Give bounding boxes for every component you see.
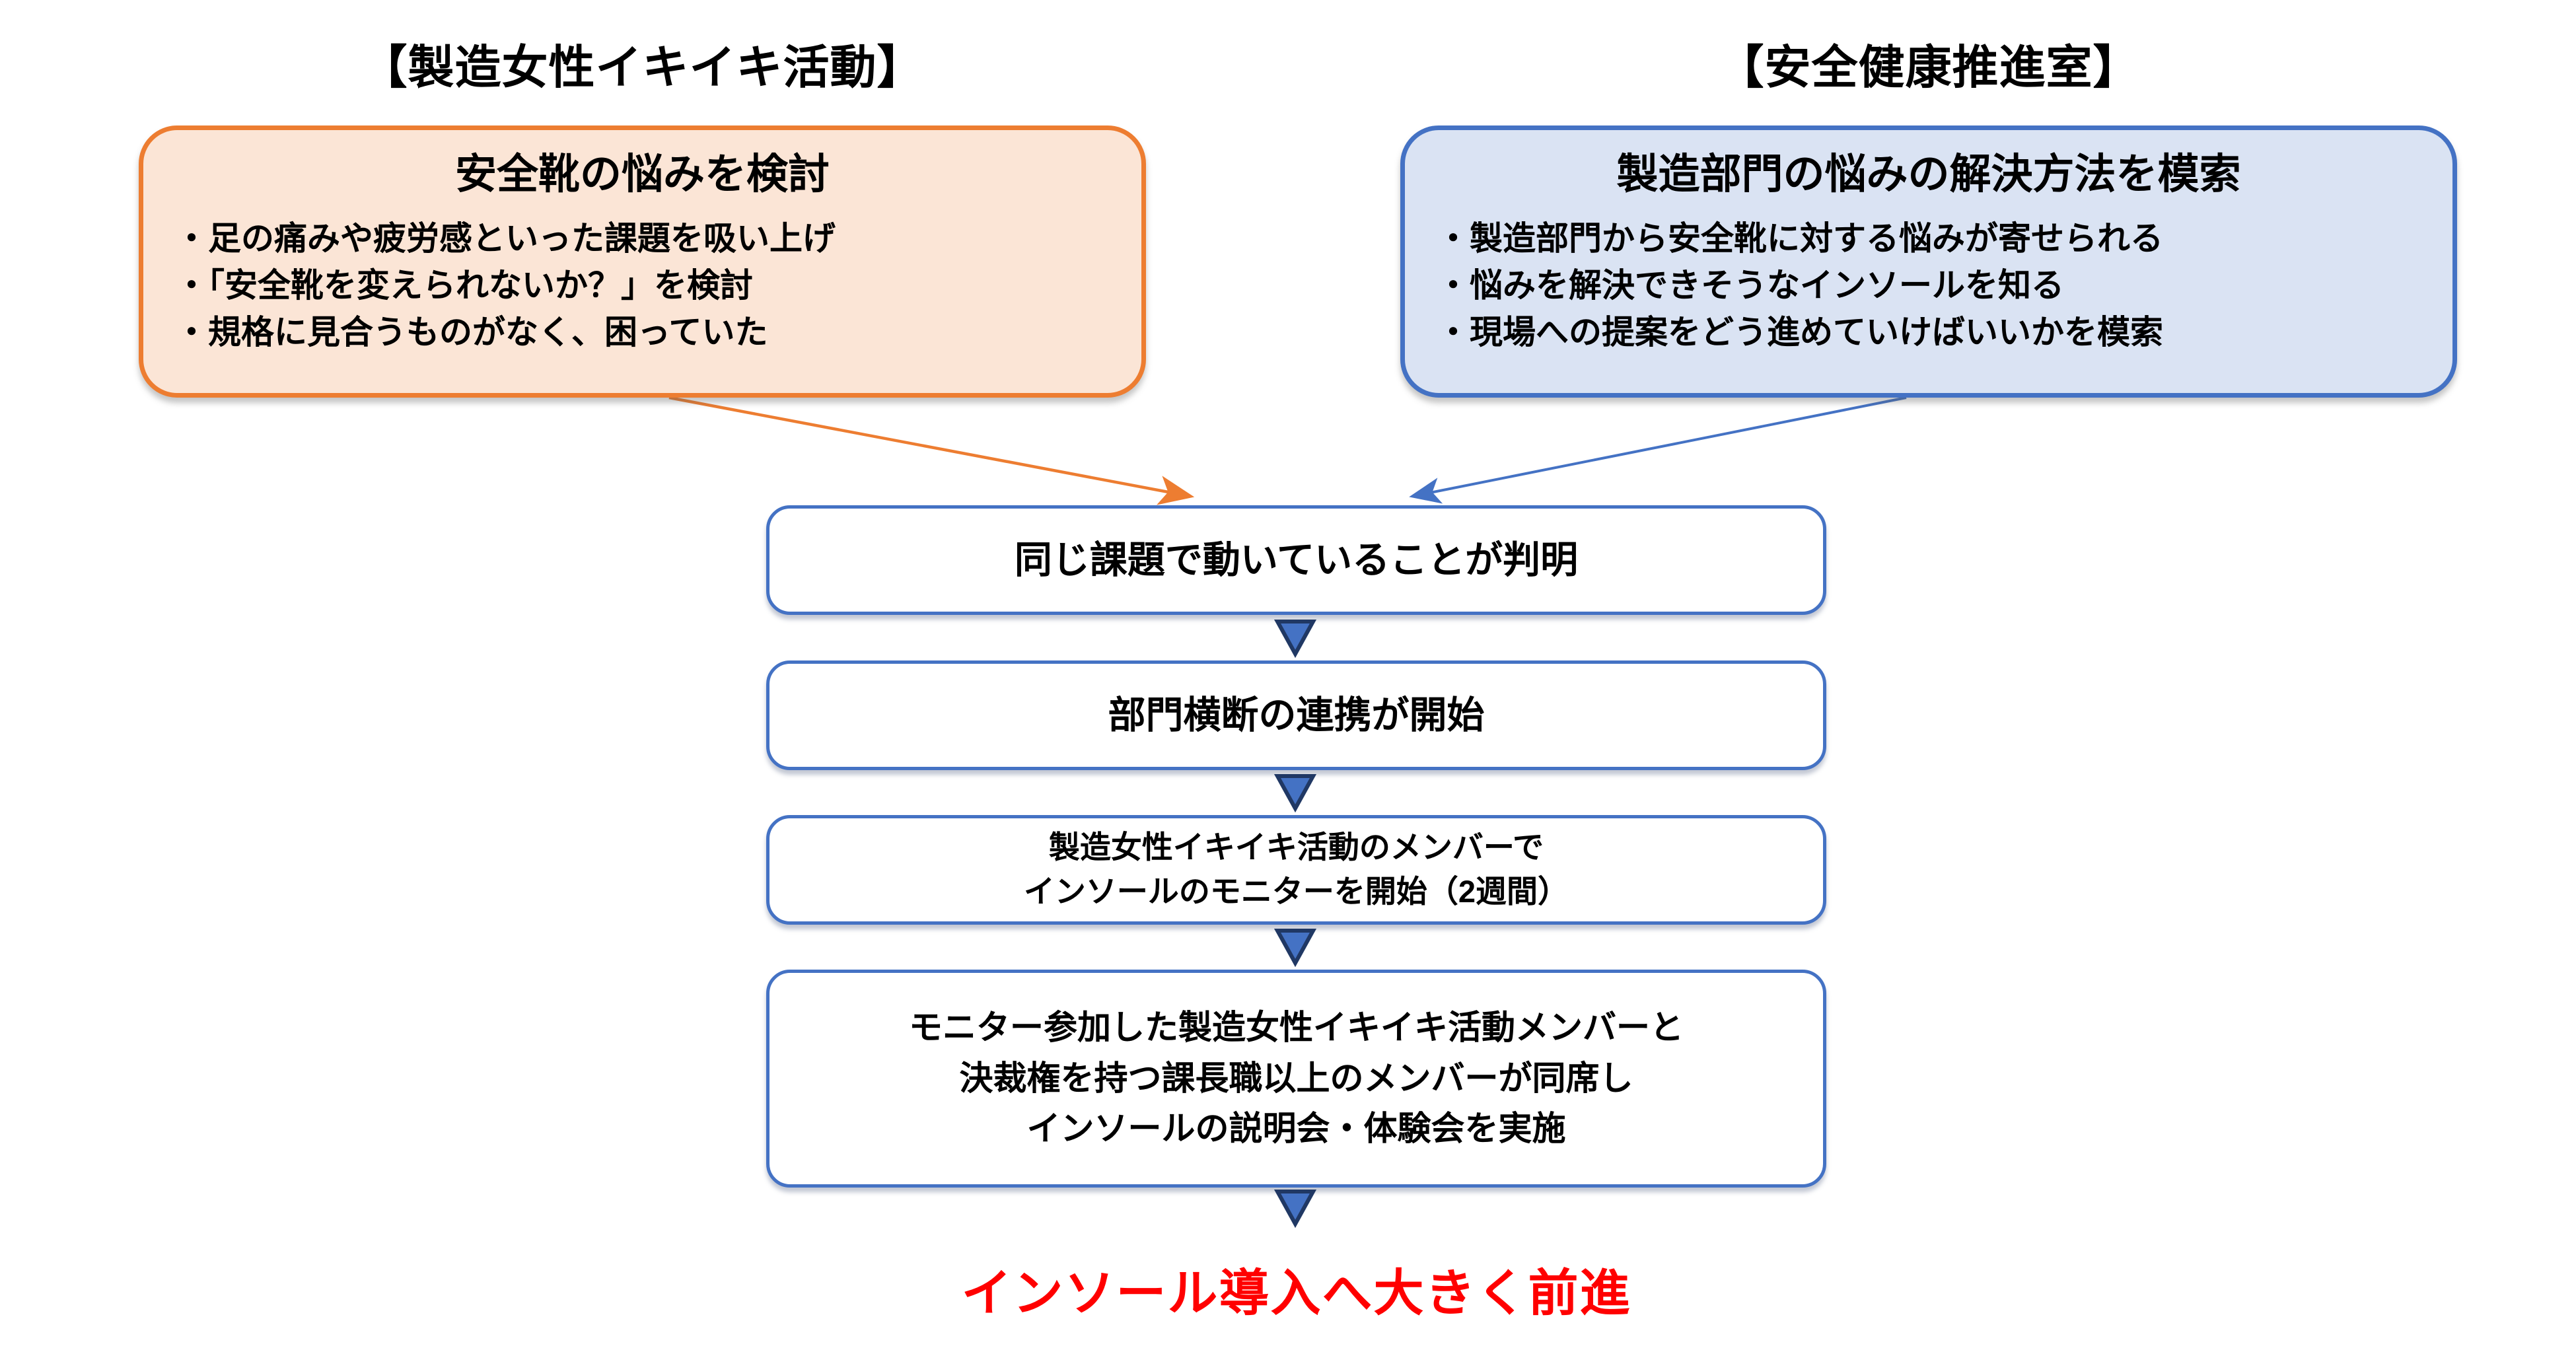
down-arrow-icon (1274, 620, 1316, 658)
flow-step-text: モニター参加した製造女性イキイキ活動メンバーと (908, 1009, 1684, 1047)
down-arrow-icon (1274, 1190, 1316, 1228)
result-text: インソール導入へ大きく前進 (961, 1265, 1631, 1322)
left-callout-title: 安全靴の悩みを検討 (455, 151, 830, 197)
flow-step-text: インソールの説明会・体験会を実施 (1026, 1110, 1566, 1148)
flow-step-4: モニター参加した製造女性イキイキ活動メンバーと 決裁権を持つ課長職以上のメンバー… (766, 970, 1826, 1188)
left-callout-bullets: ・足の痛みや疲労感といった課題を吸い上げ ・「安全靴を変えられないか？」を検討 … (143, 215, 1141, 356)
bullet-item: ・足の痛みや疲労感といった課題を吸い上げ (175, 220, 836, 257)
flow-step-1: 同じ課題で動いていることが判明 (766, 505, 1826, 615)
flow-step-text: 決裁権を持つ課長職以上のメンバーが同席し (959, 1059, 1633, 1097)
left-callout-box: 安全靴の悩みを検討 ・足の痛みや疲労感といった課題を吸い上げ ・「安全靴を変えら… (139, 125, 1146, 398)
left-column-heading: 【製造女性イキイキ活動】 (361, 42, 924, 93)
blue-connector-arrow-icon (1409, 396, 1907, 504)
orange-connector-arrow-icon (668, 396, 1195, 505)
bullet-item: ・製造部門から安全靴に対する悩みが寄せられる (1437, 220, 2163, 257)
bullet-item: ・現場への提案をどう進めていけばいいかを模索 (1437, 314, 2163, 351)
bullet-item: ・悩みを解決できそうなインソールを知る (1437, 267, 2064, 304)
flow-step-text: インソールのモニターを開始（2週間） (1023, 874, 1569, 909)
flow-step-text: 製造女性イキイキ活動のメンバーで (1048, 830, 1544, 865)
right-callout-bullets: ・製造部門から安全靴に対する悩みが寄せられる ・悩みを解決できそうなインソールを… (1405, 215, 2452, 356)
right-column-heading: 【安全健康推進室】 (1717, 42, 2140, 93)
right-callout-title: 製造部門の悩みの解決方法を模索 (1616, 151, 2241, 197)
down-arrow-icon (1274, 774, 1316, 812)
bullet-item: ・「安全靴を変えられないか？」を検討 (175, 267, 753, 304)
bullet-item: ・規格に見合うものがなく、困っていた (175, 314, 768, 351)
flow-step-text: 同じ課題で動いていることが判明 (1014, 538, 1579, 581)
flow-step-text: 部門横断の連携が開始 (1108, 694, 1485, 736)
flow-step-2: 部門横断の連携が開始 (766, 660, 1826, 770)
flow-step-3: 製造女性イキイキ活動のメンバーで インソールのモニターを開始（2週間） (766, 815, 1826, 925)
right-callout-box: 製造部門の悩みの解決方法を模索 ・製造部門から安全靴に対する悩みが寄せられる ・… (1400, 125, 2457, 398)
down-arrow-icon (1274, 929, 1316, 967)
